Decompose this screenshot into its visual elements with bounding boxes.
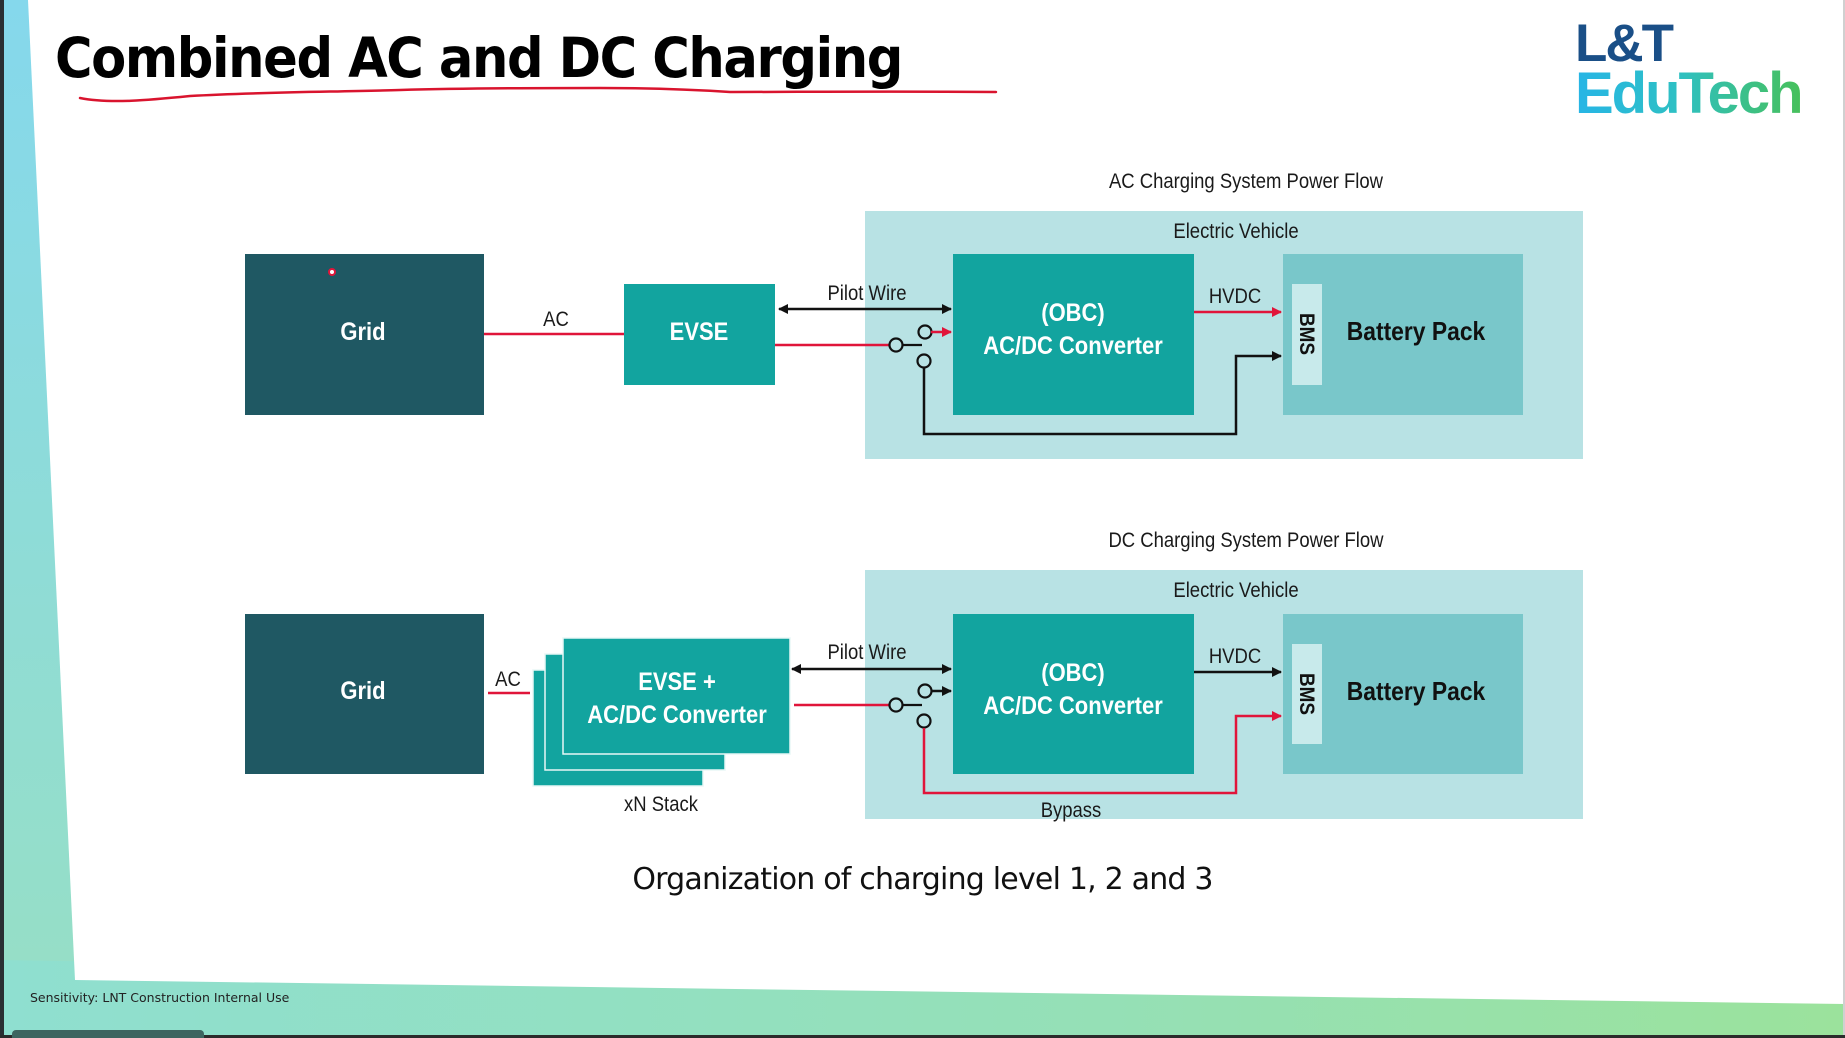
dc-ev-label: Electric Vehicle [1173, 579, 1298, 602]
dc-evse-label-line1: EVSE + [638, 668, 716, 696]
dc-bypass-line [922, 711, 1282, 795]
diagram-caption: Organization of charging level 1, 2 and … [632, 862, 1213, 897]
title-underline [78, 86, 998, 103]
dc-bms-block [1292, 644, 1322, 744]
dc-diagram-heading: DC Charging System Power Flow [1108, 529, 1384, 552]
ac-obc-label-line2: AC/DC Converter [983, 332, 1163, 360]
dc-obc-label-line2: AC/DC Converter [983, 692, 1163, 720]
ac-obc-label-line1: (OBC) [1041, 299, 1105, 327]
ac-diagram: AC Charging System Power Flow Electric V… [245, 170, 1583, 459]
dc-battery-block [1283, 614, 1523, 774]
ac-switch-lower-terminal [916, 353, 932, 369]
dc-battery-label: Battery Pack [1347, 678, 1486, 707]
ac-hvdc-label: HVDC [1209, 285, 1261, 308]
dc-link-label: AC [495, 668, 521, 691]
dc-evse-label-line2: AC/DC Converter [587, 701, 767, 729]
dc-bypass-label: Bypass [1041, 799, 1102, 822]
dc-obc-label-line1: (OBC) [1041, 659, 1105, 687]
ac-bypass-line [922, 351, 1282, 436]
logo-line-edutech: EduTech [1575, 60, 1804, 126]
cursor-dot [328, 268, 336, 276]
ac-battery-block [1283, 254, 1523, 415]
ac-bms-block [1292, 284, 1322, 385]
ac-obc-block [953, 254, 1194, 415]
slide-title: Combined AC and DC Charging [55, 26, 903, 90]
dc-pilot-wire-label: Pilot Wire [827, 641, 906, 664]
ac-ev-label: Electric Vehicle [1173, 220, 1298, 243]
dc-evse-block [562, 637, 791, 755]
dc-grid-label: Grid [340, 677, 385, 705]
ac-pilot-wire-label: Pilot Wire [827, 282, 906, 305]
dc-hvdc-label: HVDC [1209, 645, 1261, 668]
ac-bms-label: BMS [1295, 313, 1318, 355]
window-edge-left [0, 0, 4, 1035]
ac-link-label: AC [543, 308, 569, 331]
dc-bms-label: BMS [1295, 673, 1318, 715]
ac-diagram-heading: AC Charging System Power Flow [1109, 170, 1384, 193]
ac-grid-block [245, 254, 484, 415]
lt-edutech-logo: L&T EduTech [1575, 14, 1804, 126]
dc-obc-block [953, 614, 1194, 774]
dc-stack-label: xN Stack [624, 793, 698, 816]
ac-evse-label: EVSE [670, 318, 729, 346]
window-edge-right [1843, 0, 1845, 1035]
ac-battery-label: Battery Pack [1347, 318, 1486, 347]
dc-diagram: DC Charging System Power Flow Electric V… [245, 529, 1583, 822]
logo-line-lt: L&T [1575, 14, 1674, 73]
ac-grid-label: Grid [340, 318, 385, 346]
sensitivity-label: Sensitivity: LNT Construction Internal U… [30, 990, 290, 1005]
dc-grid-block [245, 614, 484, 774]
taskbar-thumbnail[interactable] [12, 1030, 204, 1038]
ac-evse-block [624, 284, 775, 385]
dc-switch-lower-terminal [916, 713, 932, 729]
